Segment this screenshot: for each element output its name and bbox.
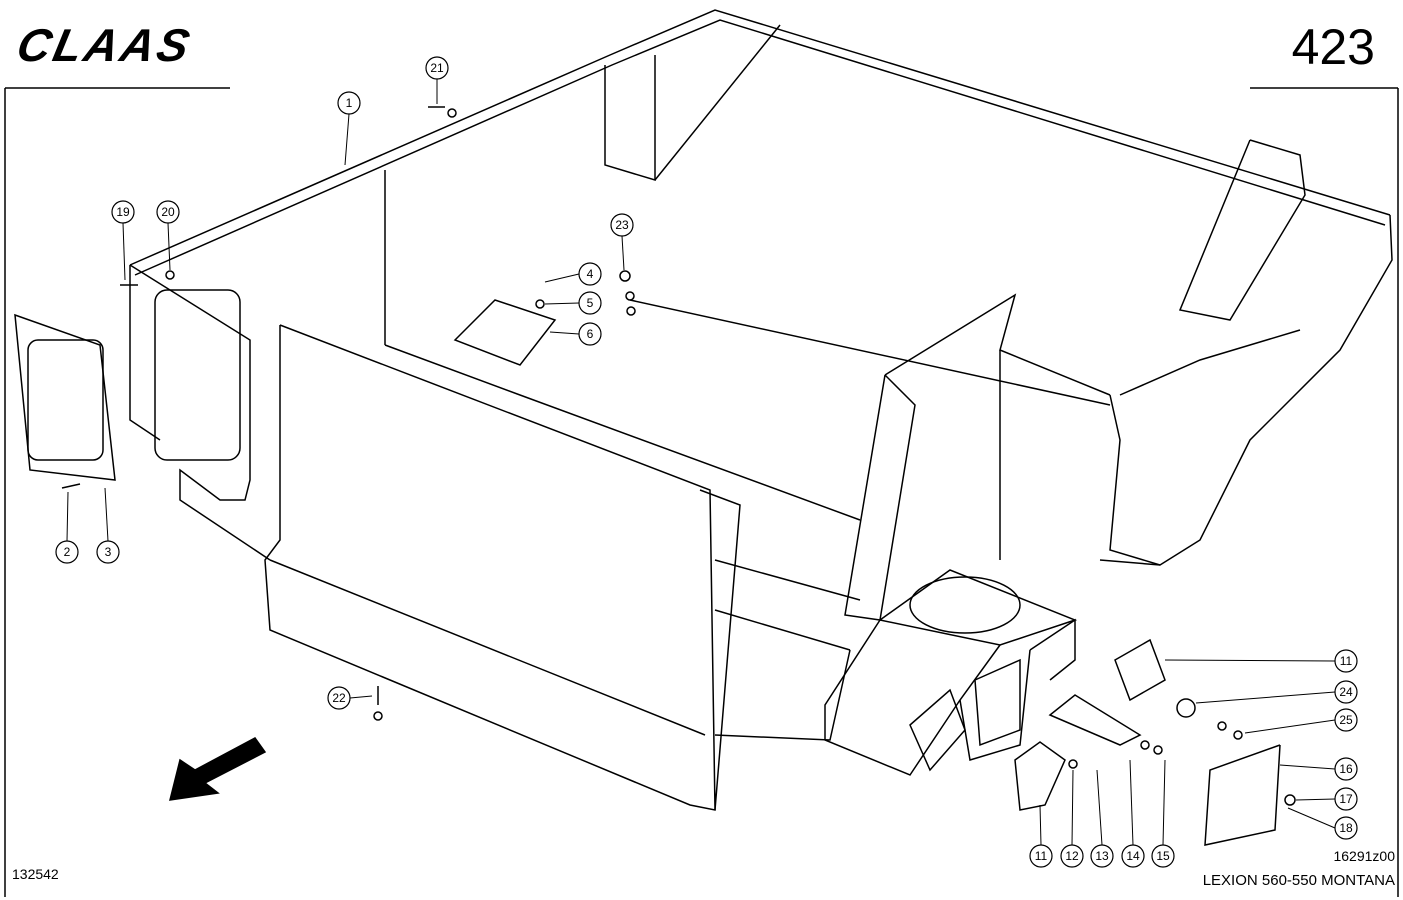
page-number: 423 — [1291, 19, 1375, 75]
direction-arrow — [169, 737, 267, 801]
callout-18: 18 — [1334, 816, 1358, 840]
svg-text:12: 12 — [1065, 849, 1079, 863]
leader-lines — [66, 79, 1336, 846]
grain-tank-drawing — [14, 9, 1393, 846]
svg-text:1: 1 — [346, 96, 353, 110]
callout-12: 12 — [1060, 844, 1084, 868]
callout-21: 21 — [425, 56, 449, 80]
model-name: LEXION 560-550 MONTANA — [1202, 872, 1395, 889]
callout-22: 22 — [327, 686, 351, 710]
svg-text:21: 21 — [430, 61, 444, 75]
svg-text:2: 2 — [64, 545, 71, 559]
callout-2: 2 — [55, 540, 79, 564]
drawing-number: 132542 — [12, 866, 59, 882]
svg-text:17: 17 — [1339, 792, 1353, 806]
svg-text:24: 24 — [1339, 685, 1353, 699]
callout-4: 4 — [578, 262, 602, 286]
page-frame — [4, 87, 1399, 897]
callout-13: 13 — [1090, 844, 1114, 868]
callout-23: 23 — [610, 213, 634, 237]
callout-24: 24 — [1334, 680, 1358, 704]
callout-11: 11 — [1334, 649, 1358, 673]
callout-25: 25 — [1334, 708, 1358, 732]
callout-3: 3 — [96, 540, 120, 564]
callout-5: 5 — [578, 291, 602, 315]
svg-text:22: 22 — [332, 691, 346, 705]
svg-text:23: 23 — [615, 218, 629, 232]
svg-text:5: 5 — [587, 296, 594, 310]
svg-text:19: 19 — [116, 205, 130, 219]
callout-14: 14 — [1121, 844, 1145, 868]
svg-text:25: 25 — [1339, 713, 1353, 727]
svg-text:13: 13 — [1095, 849, 1109, 863]
svg-text:6: 6 — [587, 327, 594, 341]
svg-text:3: 3 — [105, 545, 112, 559]
svg-text:20: 20 — [161, 205, 175, 219]
svg-text:14: 14 — [1126, 849, 1140, 863]
callout-11-lower: 11 — [1029, 844, 1053, 868]
svg-text:4: 4 — [587, 267, 594, 281]
svg-text:11: 11 — [1035, 849, 1048, 863]
callout-19: 19 — [111, 200, 135, 224]
svg-text:18: 18 — [1339, 821, 1353, 835]
callout-15: 15 — [1151, 844, 1175, 868]
callout-20: 20 — [156, 200, 180, 224]
svg-text:15: 15 — [1156, 849, 1170, 863]
svg-text:16: 16 — [1339, 762, 1353, 776]
callout-6: 6 — [578, 322, 602, 346]
svg-text:11: 11 — [1340, 654, 1353, 668]
callout-17: 17 — [1334, 787, 1358, 811]
figure-code: 16291z00 — [1333, 848, 1395, 864]
callout-1: 1 — [337, 91, 361, 115]
inspection-door — [14, 313, 116, 481]
callout-16: 16 — [1334, 757, 1358, 781]
